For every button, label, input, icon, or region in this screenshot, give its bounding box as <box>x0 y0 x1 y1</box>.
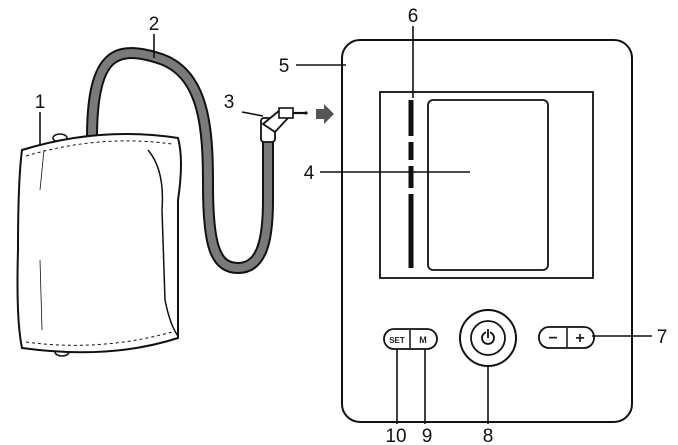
callout-connector-plug: 3 <box>224 92 235 113</box>
callout-set-button: 10 <box>385 426 406 445</box>
callout-memory-button: 9 <box>422 426 433 445</box>
insert-arrow-icon <box>316 104 334 124</box>
connector-plug <box>260 107 308 143</box>
minus-button[interactable]: − <box>548 330 557 347</box>
power-icon <box>481 328 495 345</box>
adjust-button-group <box>538 326 595 349</box>
set-button[interactable]: SET <box>389 336 405 345</box>
callout-indicator-bar: 6 <box>408 6 419 27</box>
callout-monitor-body: 5 <box>279 56 290 77</box>
callout-power-button: 8 <box>483 426 494 445</box>
callout-cuff: 1 <box>35 92 46 113</box>
cuff <box>16 133 182 357</box>
set-memory-button-group <box>383 328 438 350</box>
air-tube <box>86 47 274 274</box>
callout-air-tube: 2 <box>149 14 160 35</box>
callout-lcd-display: 4 <box>304 163 315 184</box>
lcd-display <box>427 99 549 271</box>
leader-3 <box>241 111 264 117</box>
memory-button[interactable]: M <box>419 335 427 345</box>
plus-button[interactable]: + <box>575 330 584 347</box>
callout-adjust-buttons: 7 <box>657 327 668 348</box>
